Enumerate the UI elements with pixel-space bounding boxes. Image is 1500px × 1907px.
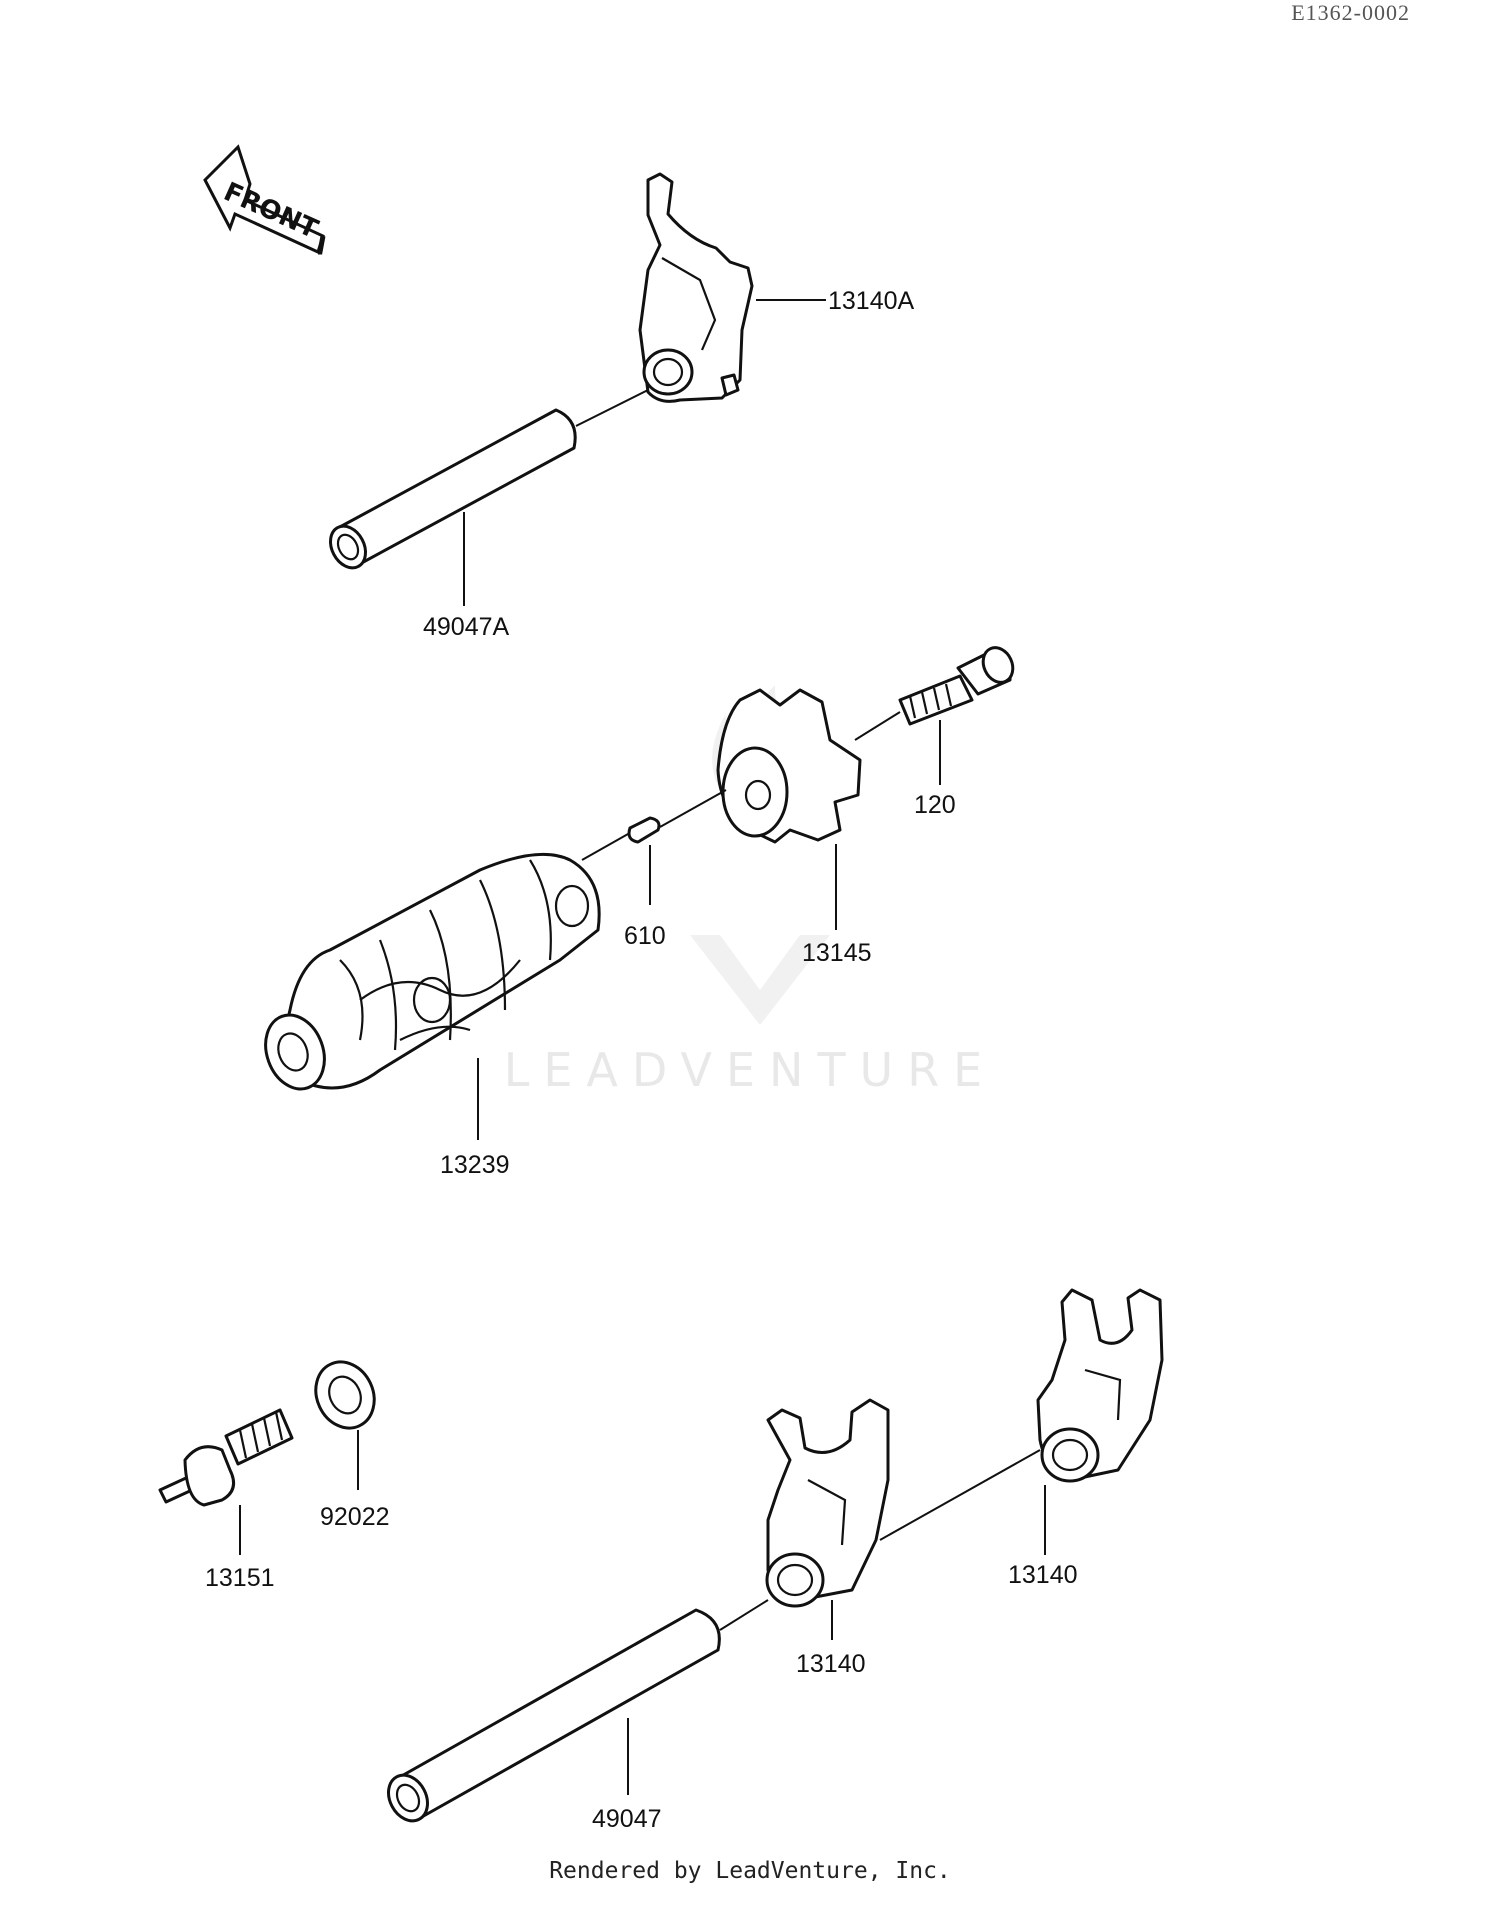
watermark-text: LEADVENTURE [503,1043,997,1097]
washer-92022 [314,1360,376,1430]
part-number-49047a: 49047A [423,613,510,641]
pin-plate-13145 [659,688,862,844]
part-number-13140-lower: 13140 [796,1650,866,1678]
neutral-switch-13151 [158,1408,294,1507]
shift-rod-49047a [328,389,649,570]
part-number-13151: 13151 [205,1564,275,1592]
dowel-pin-610 [581,816,661,861]
part-number-610: 610 [624,922,666,950]
part-number-13239: 13239 [440,1151,510,1179]
front-arrow-icon: FRONT [203,144,326,255]
part-number-92022: 92022 [320,1503,390,1531]
front-label: FRONT [219,177,322,245]
part-number-49047: 49047 [592,1805,662,1833]
footer-credit: Rendered by LeadVenture, Inc. [549,1858,951,1884]
shift-rod-49047 [387,1599,769,1823]
shift-fork-13140-rear [1036,1288,1164,1483]
shift-drum-13239 [264,852,601,1091]
bolt-120 [854,646,1015,741]
shift-fork-13140-lower [765,1398,1041,1608]
part-number-13140-rear: 13140 [1008,1561,1078,1589]
shift-fork-13140a [638,172,754,403]
part-number-13140a: 13140A [828,287,915,315]
part-number-13145: 13145 [802,939,872,967]
part-number-120: 120 [914,791,956,819]
document-reference: E1362-0002 [1291,0,1410,25]
